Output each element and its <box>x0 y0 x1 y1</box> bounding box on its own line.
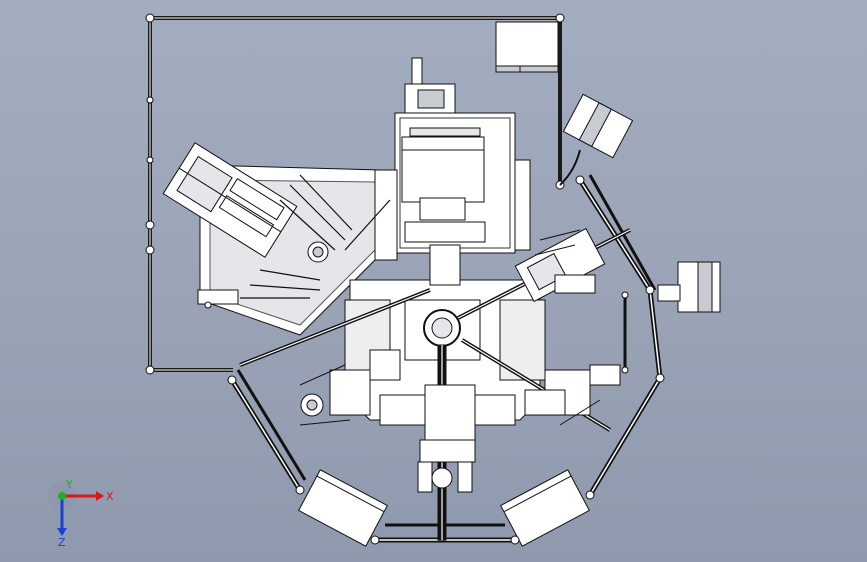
cable <box>559 149 581 186</box>
motor-box-right[interactable] <box>657 261 721 313</box>
guard-joints <box>204 175 665 545</box>
tilted-box-bottom-left[interactable] <box>297 469 389 547</box>
top-feeder-station[interactable] <box>374 57 531 286</box>
station-upper-left[interactable] <box>162 142 391 299</box>
station-bottom[interactable] <box>417 384 476 493</box>
frame-joints <box>145 13 565 375</box>
turntable-hub[interactable] <box>404 299 481 361</box>
station-lower-left[interactable] <box>299 349 401 426</box>
y-axis-label: Y <box>65 478 73 491</box>
y-axis-dot <box>58 492 66 500</box>
tilted-box-bottom-right[interactable] <box>499 469 591 547</box>
control-box-top[interactable] <box>495 21 559 73</box>
x-axis-arrowhead <box>96 491 104 501</box>
station-right[interactable] <box>514 227 606 303</box>
view-orientation-triad[interactable]: X Y Z <box>40 478 120 548</box>
station-lower-right[interactable] <box>524 364 621 426</box>
x-axis-label: X <box>106 490 114 503</box>
tilted-box-upper-right[interactable] <box>562 93 634 159</box>
z-axis-label: Z <box>58 536 66 548</box>
z-axis-arrowhead <box>57 528 67 536</box>
